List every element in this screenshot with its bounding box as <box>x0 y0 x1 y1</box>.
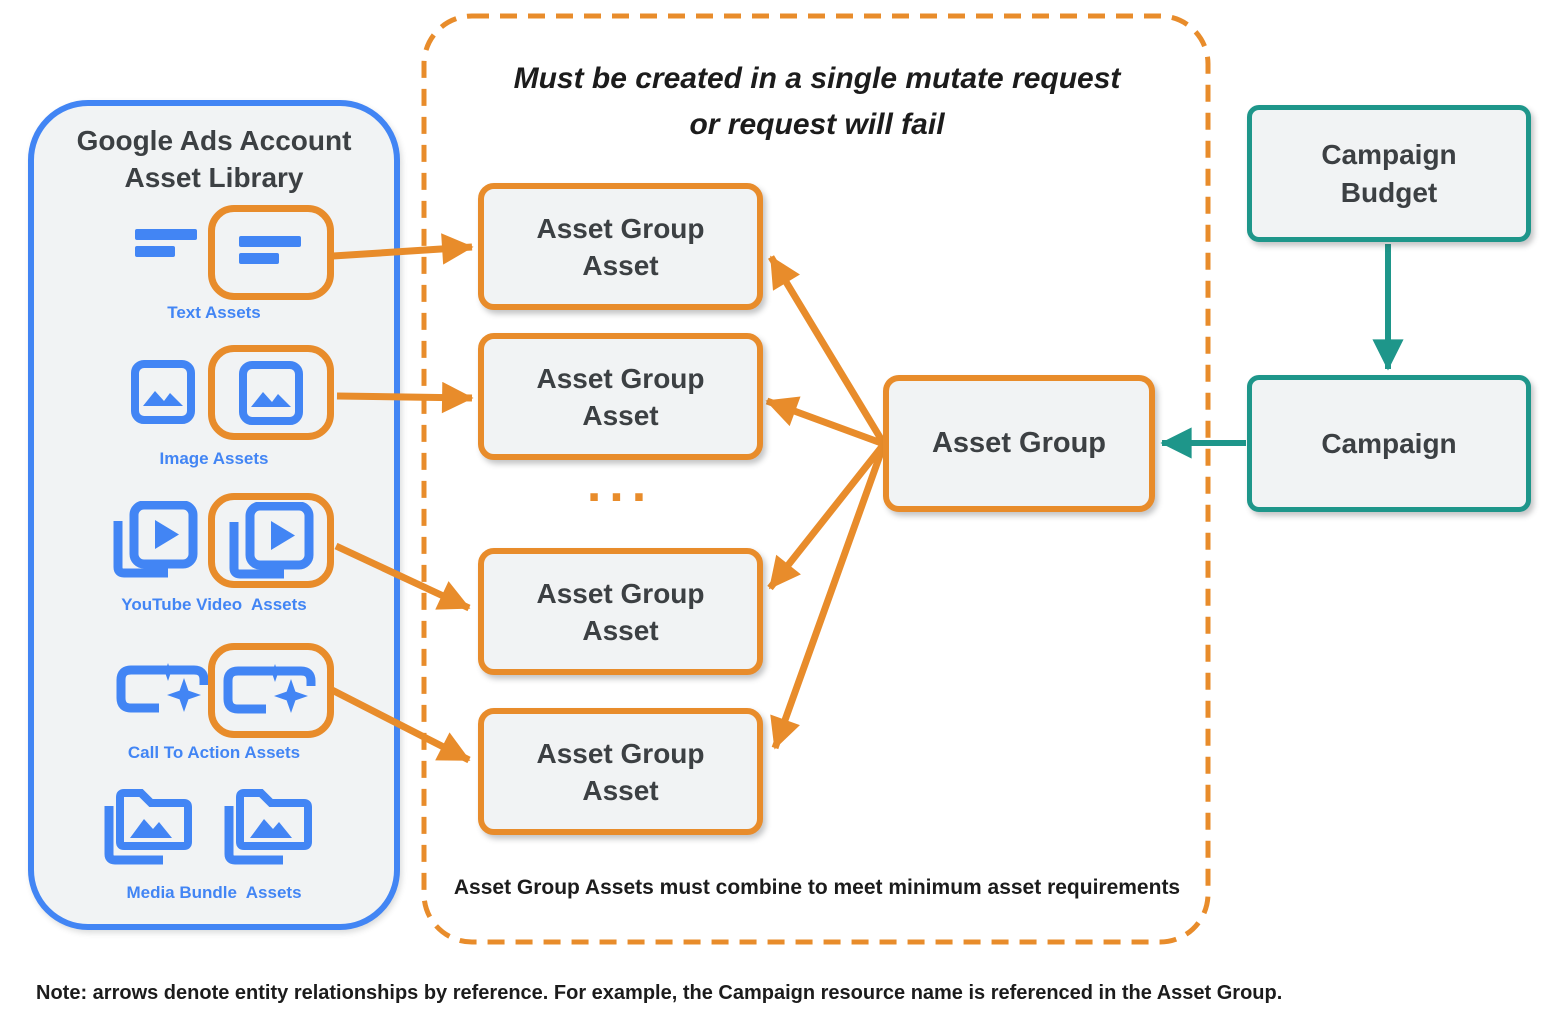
arrow-asset-group-to-aga-1 <box>768 255 887 446</box>
campaign-box: Campaign <box>1247 375 1531 512</box>
asset-group-asset-box-4: Asset Group Asset <box>478 708 763 835</box>
image-assets-label: Image Assets <box>159 449 269 468</box>
cta-sparkle-icon <box>223 663 316 713</box>
text-lines-icon <box>135 229 197 257</box>
cta-assets-label: Call To Action Assets <box>127 743 301 762</box>
arrow-image-asset-to-aga <box>336 381 474 414</box>
asset-group-asset-box-2: Asset Group Asset <box>478 333 763 460</box>
arrow-cta-asset-to-aga <box>330 686 471 764</box>
asset-group-box: Asset Group <box>883 375 1155 512</box>
text-assets-label: Text Assets <box>167 303 261 322</box>
asset-library-title: Google Ads Account Asset Library <box>76 125 352 193</box>
ellipsis-more-assets: ... <box>586 455 655 513</box>
cta-assets-selected-box <box>208 643 334 738</box>
arrow-text-asset-to-aga <box>332 233 474 265</box>
youtube-assets-selected-box <box>208 493 334 588</box>
video-play-icon <box>113 501 198 578</box>
media-bundle-folder-icon <box>224 789 312 865</box>
footnote: Note: arrows denote entity relationships… <box>36 982 1283 1004</box>
asset-group-asset-box-3: Asset Group Asset <box>478 548 763 675</box>
media-bundle-assets-label: Media Bundle Assets <box>126 883 302 902</box>
mutate-panel-caption: Asset Group Assets must combine to meet … <box>453 876 1181 899</box>
video-play-icon <box>229 501 314 578</box>
mutate-title-line1: Must be created in a single mutate reque… <box>513 62 1121 95</box>
youtube-assets-label: YouTube Video Assets <box>121 595 307 614</box>
cta-sparkle-icon <box>116 663 209 713</box>
text-lines-icon <box>239 235 301 264</box>
arrow-asset-group-to-aga-3 <box>767 441 887 591</box>
mutate-panel-title: Must be created in a single mutate reque… <box>424 56 1210 148</box>
arrow-asset-group-to-aga-4 <box>770 442 888 750</box>
media-bundle-folder-icon <box>104 789 192 865</box>
text-assets-selected-box <box>208 205 334 300</box>
asset-group-asset-box-1: Asset Group Asset <box>478 183 763 310</box>
arrow-video-asset-to-aga <box>334 542 471 612</box>
image-icon <box>239 360 303 425</box>
image-icon <box>131 360 195 424</box>
asset-library-panel: Google Ads Account Asset Library Text As… <box>28 100 400 930</box>
arrow-asset-group-to-aga-2 <box>765 396 886 448</box>
image-assets-selected-box <box>208 345 334 440</box>
mutate-title-line2: or request will fail <box>689 108 945 141</box>
campaign-budget-box: Campaign Budget <box>1247 105 1531 242</box>
mutate-panel-dashed-border <box>421 13 1211 945</box>
